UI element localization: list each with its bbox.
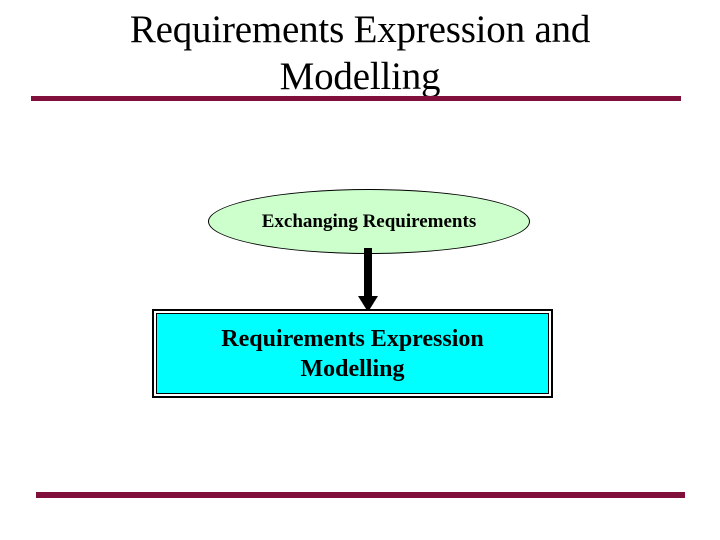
diagram-node-label: Exchanging Requirements — [261, 210, 477, 232]
diagram-node-exchanging-requirements[interactable]: Exchanging Requirements — [208, 189, 530, 254]
title-divider-rule — [31, 96, 681, 101]
footer-divider-rule — [36, 492, 685, 498]
arrow-down-icon — [356, 248, 380, 314]
diagram-node-fill: Requirements Expression Modelling — [156, 313, 549, 394]
diagram-node-label: Requirements Expression Modelling — [221, 325, 484, 382]
page-title: Requirements Expression and Modelling — [129, 8, 591, 98]
diagram-node-requirements-expression-modelling[interactable]: Requirements Expression Modelling — [152, 309, 553, 398]
